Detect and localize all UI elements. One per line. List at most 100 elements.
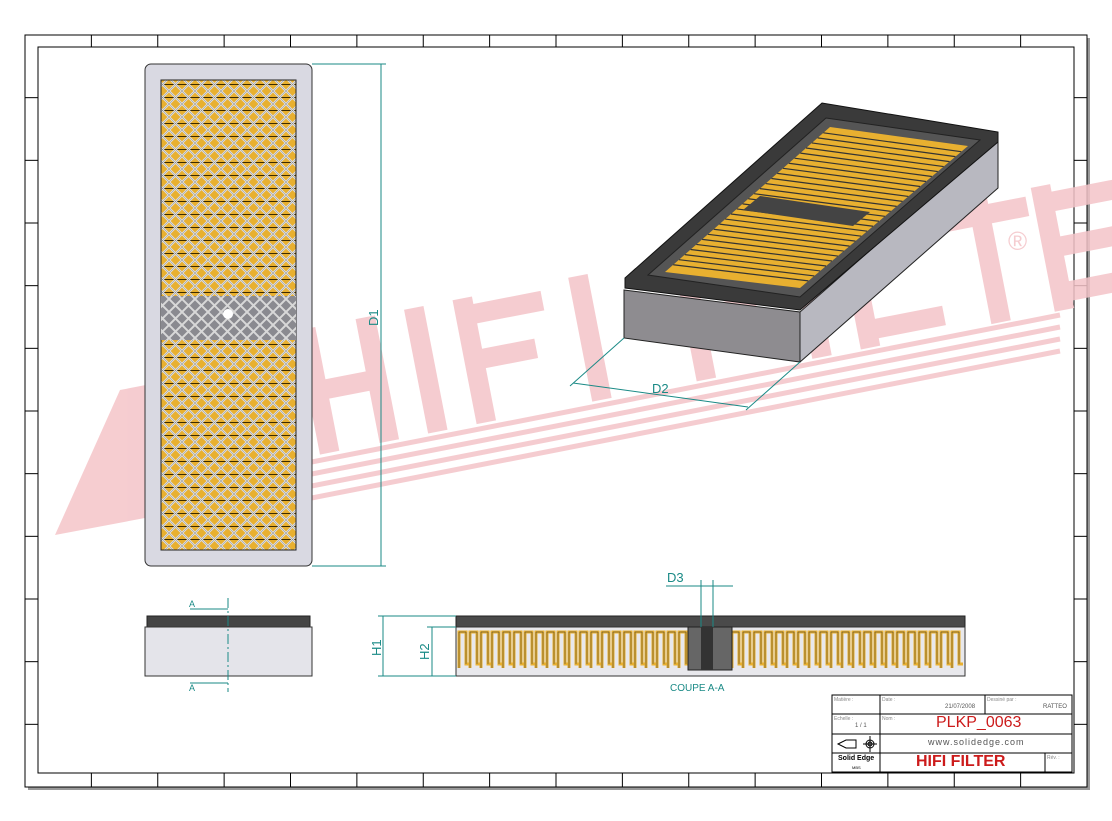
- isometric-view: [623, 102, 999, 364]
- media-stripe: [719, 223, 856, 242]
- pleat-edge: [786, 631, 795, 668]
- media-stripe: [765, 182, 903, 202]
- media-stripe: [713, 228, 850, 247]
- software-name: Solid Edge: [838, 755, 875, 762]
- watermark-stripe: [229, 324, 1061, 493]
- media-stripe: [730, 213, 868, 232]
- media-stripe: [817, 137, 956, 158]
- pleat-edge: [645, 631, 654, 668]
- media-stripe: [800, 152, 938, 173]
- software-sub: MBS: [852, 765, 861, 770]
- pleat-edge: [764, 631, 773, 668]
- pleat-edge: [907, 631, 916, 668]
- media-stripe: [754, 193, 891, 212]
- zone-ticks: [25, 35, 1087, 787]
- dimension-h1-label: H1: [369, 639, 384, 656]
- pleat-edge: [491, 631, 500, 668]
- pleat-edge: [579, 631, 588, 668]
- pleat-edge: [524, 631, 533, 668]
- pleat-edge: [742, 631, 751, 668]
- media-stripe: [811, 142, 950, 163]
- pleat-edge: [797, 631, 806, 668]
- media-stripe: [696, 243, 832, 262]
- dimension-d2-label: D2: [652, 381, 669, 396]
- dimension-h2-label: H2: [417, 643, 432, 660]
- pleat-edge: [753, 631, 762, 668]
- pleat-edge: [480, 631, 489, 668]
- media-stripe: [725, 218, 862, 237]
- media-stripe: [782, 167, 921, 188]
- website: www.solidedge.com: [928, 737, 1025, 747]
- pleat-edge: [667, 631, 676, 668]
- pleat-edge: [874, 631, 883, 668]
- media-stripe: [788, 162, 927, 183]
- pleat-edge: [775, 631, 784, 668]
- pleat-edge: [918, 631, 927, 668]
- revision-label: Rév. :: [1047, 755, 1060, 761]
- scale-value: 1 / 1: [855, 723, 867, 729]
- front-view: [144, 63, 313, 567]
- date-label: Date :: [882, 697, 896, 703]
- dimension-d3-label: D3: [667, 570, 684, 585]
- center-hole: [223, 309, 233, 319]
- watermark-glyph: [1030, 178, 1112, 312]
- media-stripe: [777, 172, 915, 193]
- watermark-glyph: [404, 305, 448, 434]
- pleat-edge: [929, 631, 938, 668]
- media-stripe: [771, 177, 909, 198]
- pleat-edge: [819, 631, 828, 668]
- pleat-edge: [513, 631, 522, 668]
- media-stripe: [702, 238, 838, 257]
- pleat-edge: [656, 631, 665, 668]
- pleat-edge: [502, 631, 511, 668]
- section-title: COUPE A-A: [670, 683, 725, 694]
- dimension-h1-h2-d3: [378, 580, 733, 677]
- drawn-by-label: Dessiné par :: [987, 697, 1017, 703]
- watermark-glyph: [452, 290, 545, 425]
- media-stripe: [684, 254, 821, 272]
- pleat-edge: [885, 631, 894, 668]
- material-label: Matière :: [834, 697, 854, 703]
- pleat-edge: [469, 631, 478, 668]
- media-stripe: [805, 147, 944, 168]
- pleat-edge: [896, 631, 905, 668]
- pleat-edge: [557, 631, 566, 668]
- pleat-edge: [634, 631, 643, 668]
- media-stripe: [823, 132, 962, 153]
- pleat-edge: [612, 631, 621, 668]
- company-name: HIFI FILTER: [916, 753, 1006, 770]
- section-marker-bottom: A: [189, 683, 195, 693]
- media-stripe: [690, 248, 827, 267]
- dimension-d1: [312, 63, 386, 567]
- side-view: [144, 598, 313, 692]
- pleat-edge: [830, 631, 839, 668]
- watermark-glyph: [568, 274, 612, 402]
- pleat-edge: [841, 631, 850, 668]
- dimension-d1-label: D1: [366, 309, 381, 326]
- pleat-edge: [863, 631, 872, 668]
- pleat-edge: [940, 631, 949, 668]
- scale-label: Echelle :: [834, 716, 854, 722]
- pleat-edge: [535, 631, 544, 668]
- media-stripe: [678, 259, 815, 277]
- watermark-stripe: [229, 336, 1061, 505]
- date-value: 21/07/2008: [945, 704, 976, 710]
- section-view: [455, 615, 966, 677]
- pleat-edge: [623, 631, 632, 668]
- pleat-edge: [546, 631, 555, 668]
- pleat-edge: [678, 631, 687, 668]
- watermark-stripe: [229, 312, 1061, 481]
- svg-text:®: ®: [1008, 226, 1027, 256]
- media-stripe: [759, 188, 897, 207]
- part-name: PLKP_0063: [936, 714, 1022, 731]
- drawn-by-value: RATTEO: [1043, 704, 1067, 710]
- pleat-edge: [568, 631, 577, 668]
- media-stripe: [707, 233, 844, 252]
- pleat-edge: [808, 631, 817, 668]
- media-stripe: [673, 264, 809, 282]
- pleat-edge: [601, 631, 610, 668]
- name-label: Nom :: [882, 716, 896, 722]
- dimension-d2: [569, 337, 801, 411]
